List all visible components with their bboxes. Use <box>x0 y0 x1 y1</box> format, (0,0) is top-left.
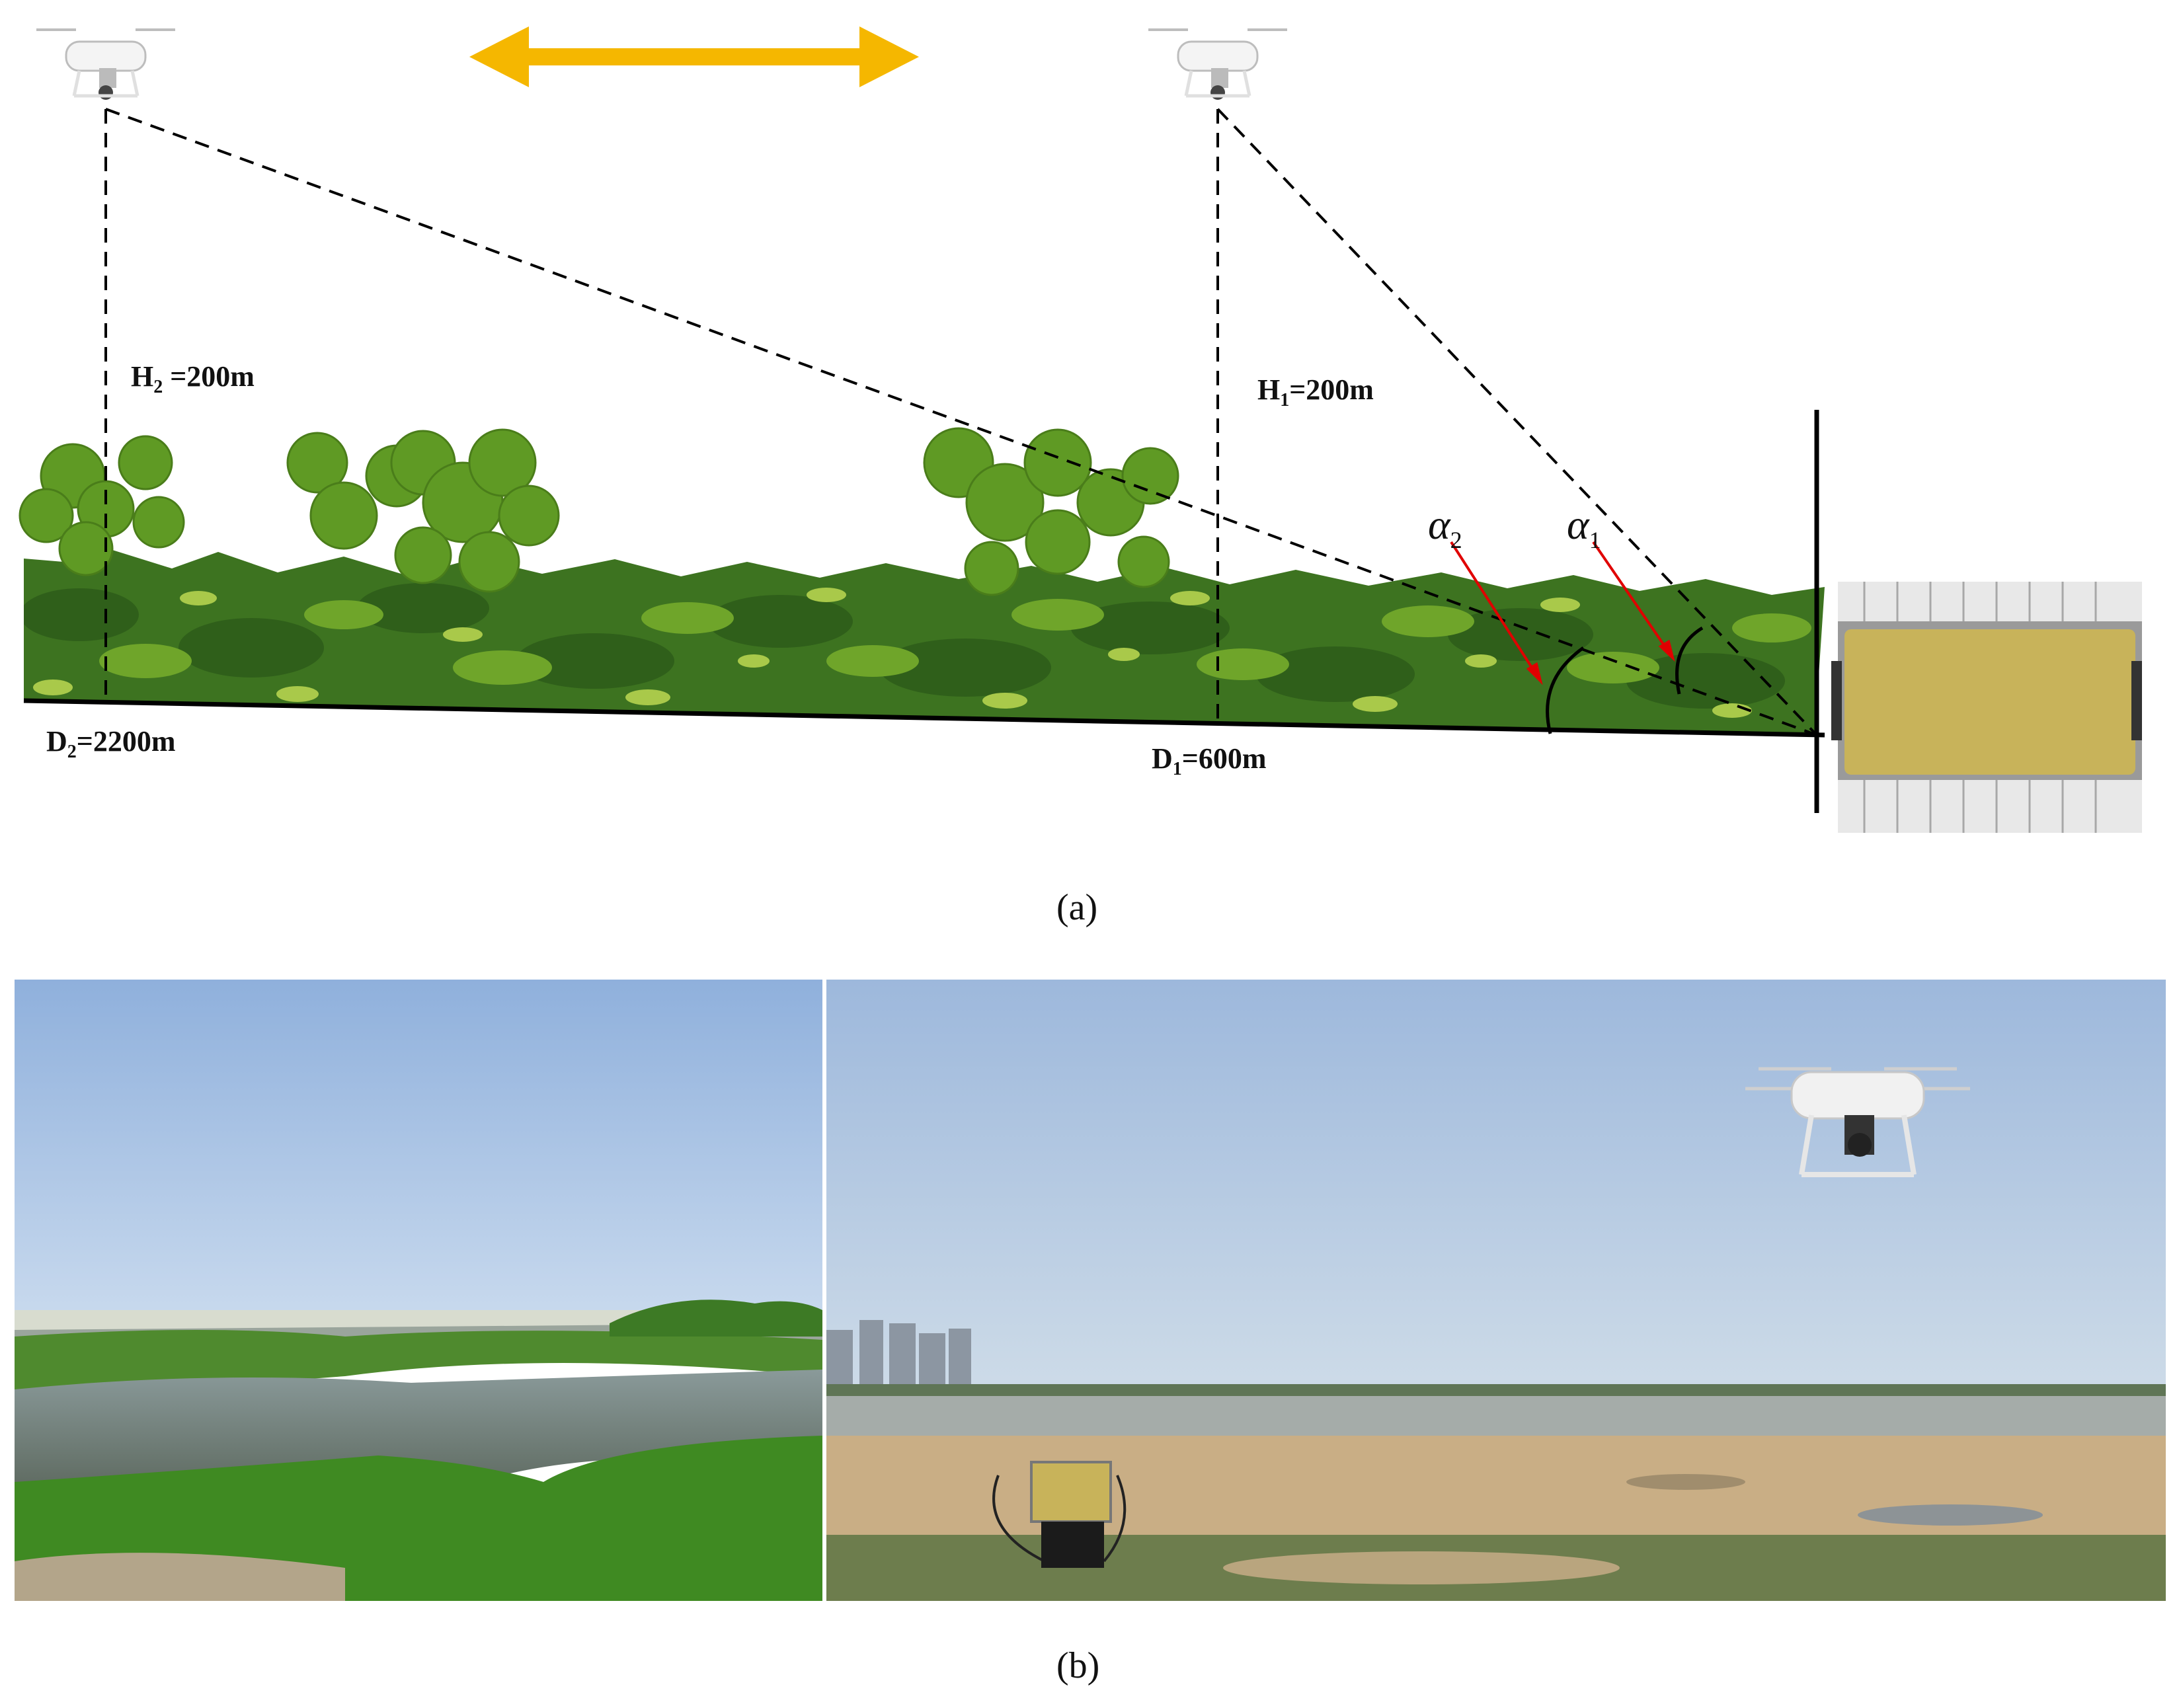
label-alpha1: α1 <box>1567 501 1601 553</box>
tree-icon <box>286 428 560 593</box>
drone-icon <box>36 28 175 100</box>
drone-icon <box>1148 28 1287 100</box>
label-alpha2: α2 <box>1428 501 1462 553</box>
label-h2: H2 =200m <box>131 360 255 397</box>
double-arrow-icon <box>469 26 919 87</box>
label-h1: H1=200m <box>1257 373 1374 410</box>
panel-a: H2 =200m H1=200m D2=2200m D1=600m α2 α1 … <box>19 26 2142 928</box>
panel-a-diagram <box>19 26 2142 833</box>
radar-panel-icon <box>1831 582 2142 833</box>
tree-icon <box>19 435 185 576</box>
panel-b: (b) <box>0 972 2179 1708</box>
caption-a: (a) <box>1056 887 1098 928</box>
wetland-river-photo <box>15 980 822 1601</box>
label-d2: D2=2200m <box>46 725 176 762</box>
drone-field-test-photo <box>826 980 2166 1601</box>
tree-icon <box>923 427 1179 596</box>
caption-b: (b) <box>1056 1645 1100 1686</box>
label-d1: D1=600m <box>1152 742 1267 779</box>
